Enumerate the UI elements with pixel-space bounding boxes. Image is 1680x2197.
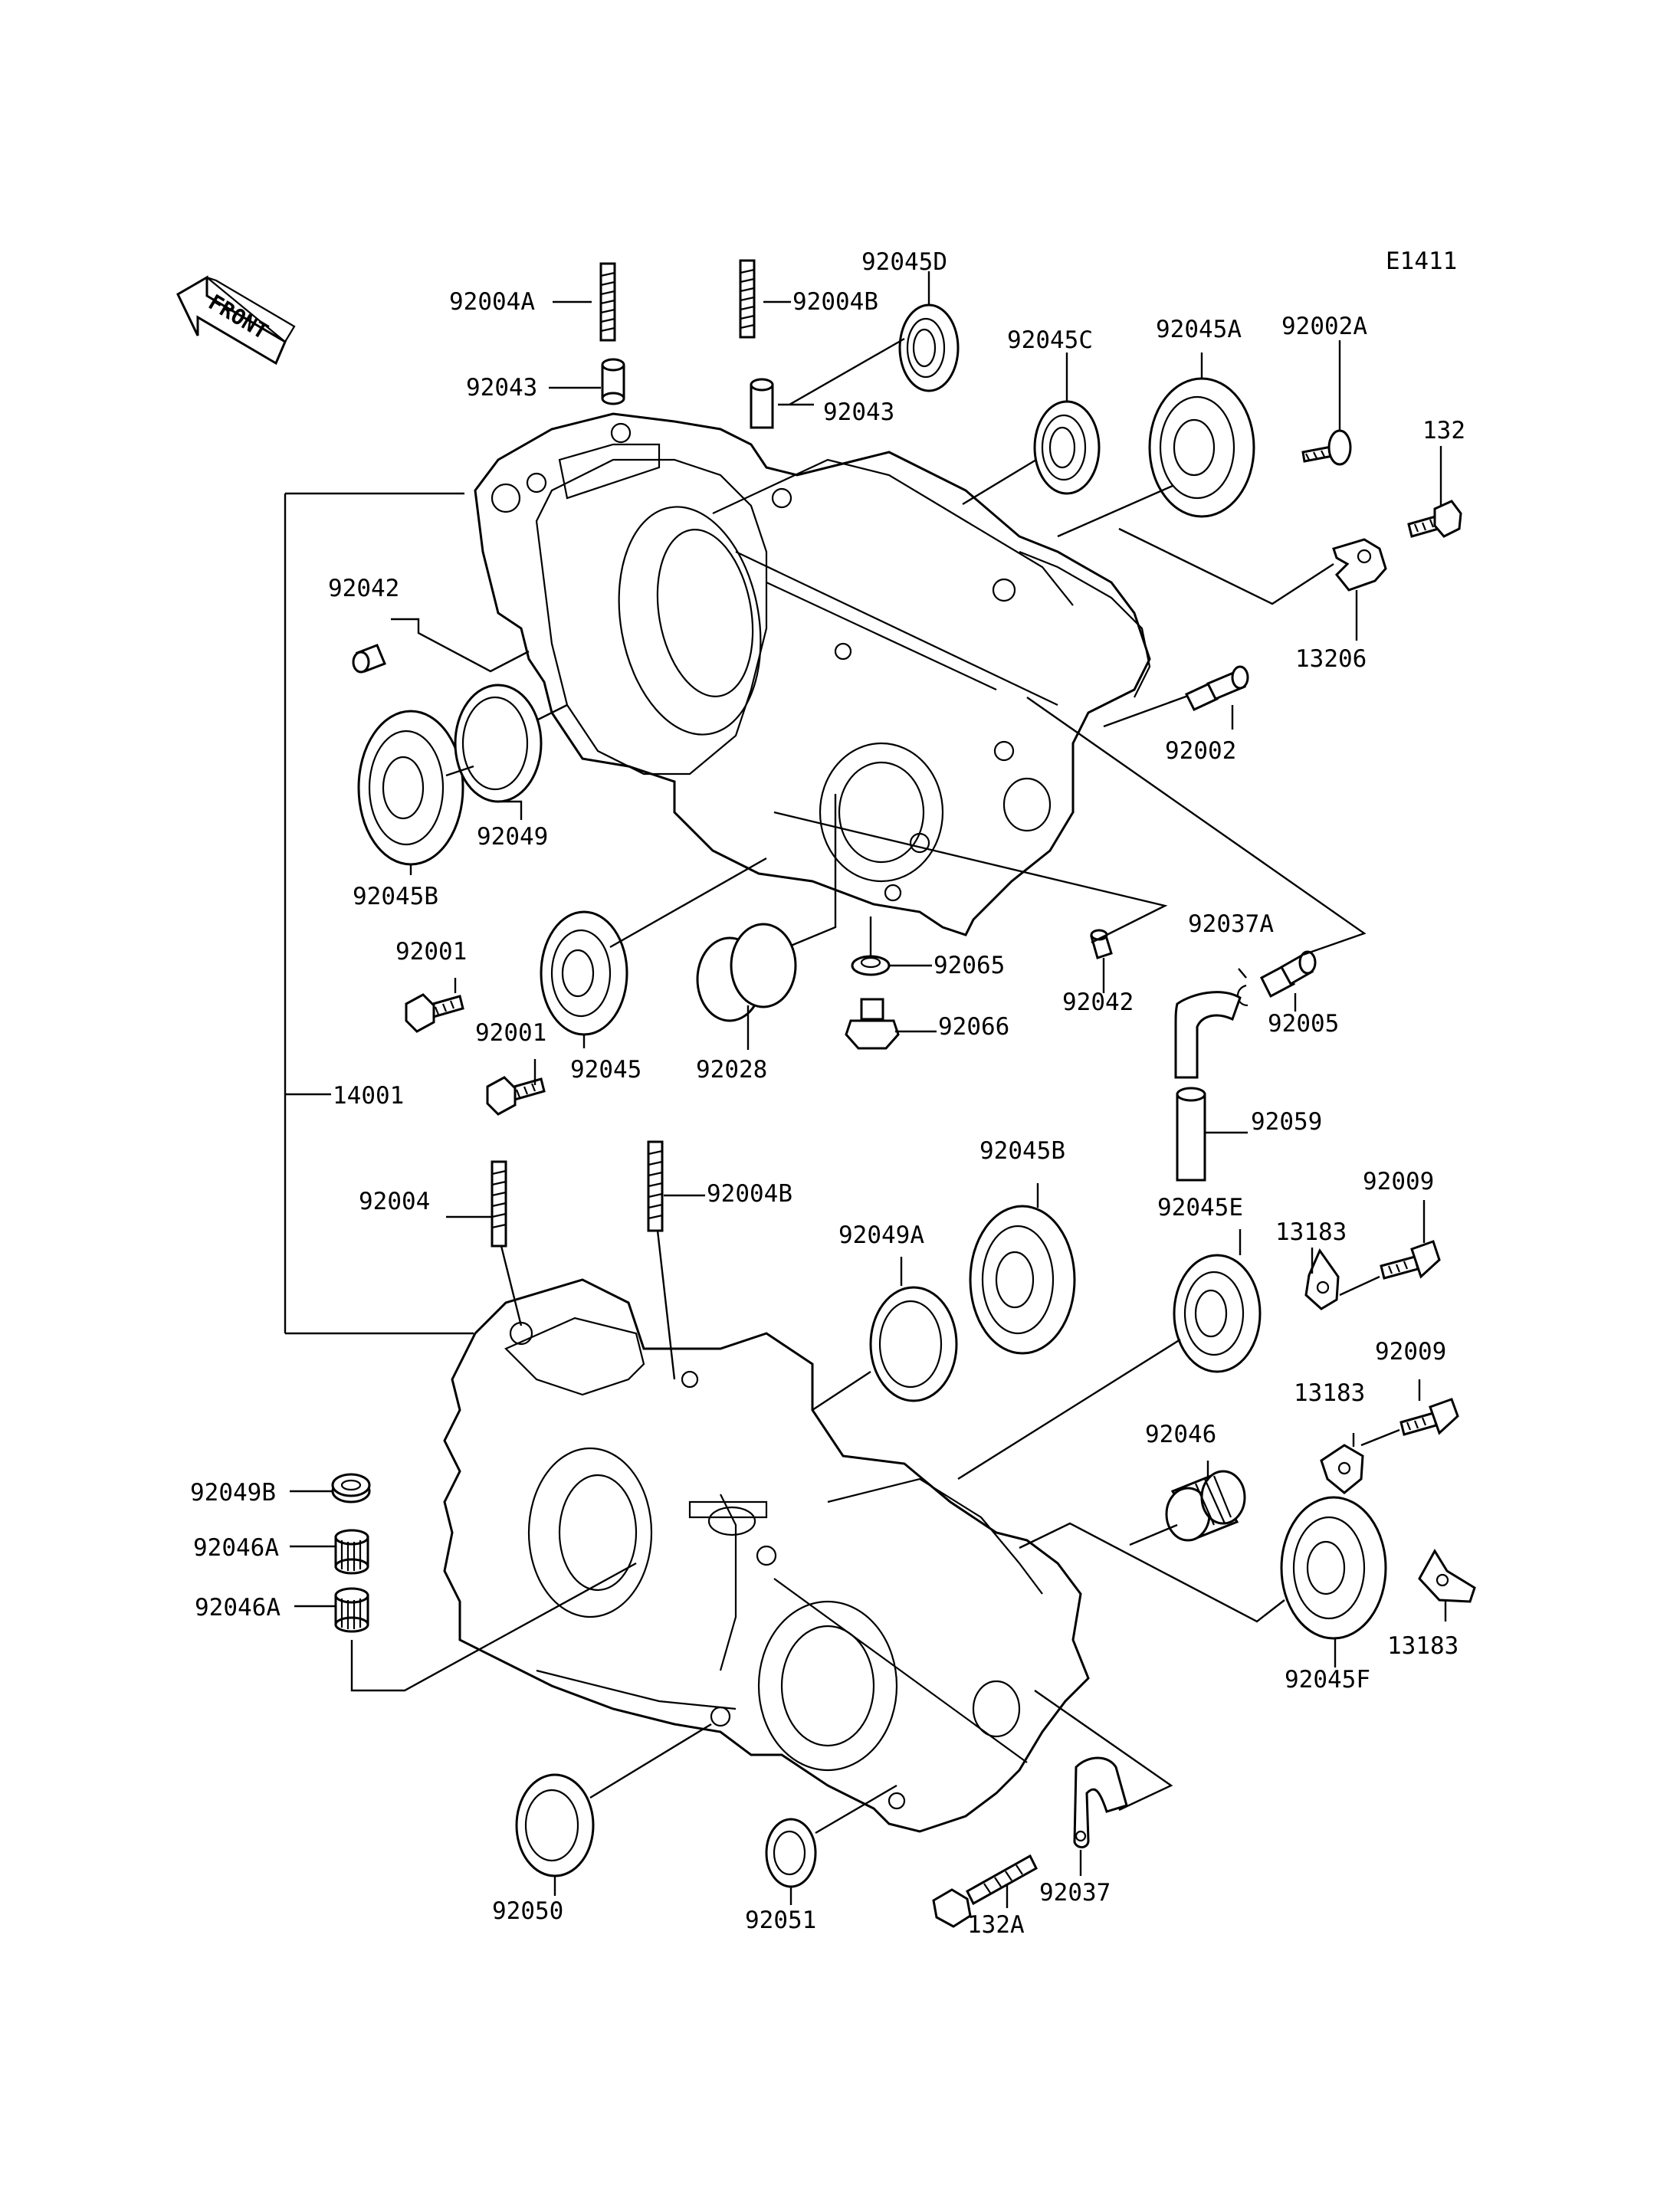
bearing-92045F — [1280, 1496, 1387, 1640]
bracket-13206 — [1332, 538, 1387, 592]
callout-92046: 92046 — [1145, 1421, 1216, 1448]
bearing-92045 — [540, 910, 628, 1036]
callout-14001: 14001 — [333, 1082, 404, 1110]
plate-13183-a — [1304, 1248, 1340, 1310]
callout-92049B: 92049B — [190, 1479, 276, 1507]
oil-seal-92051 — [765, 1818, 817, 1888]
bearing-92045C — [1033, 400, 1101, 495]
fitting-92002 — [1184, 665, 1249, 711]
callout-92045B-upper: 92045B — [353, 883, 438, 910]
upper-crankcase-half — [474, 412, 1151, 936]
stud-92004B-lower — [647, 1140, 664, 1232]
callout-92043-left: 92043 — [466, 374, 537, 402]
callout-92002A: 92002A — [1281, 313, 1367, 340]
callout-92009-b: 92009 — [1375, 1338, 1446, 1366]
callout-92065: 92065 — [934, 952, 1005, 979]
callout-92051: 92051 — [745, 1907, 816, 1934]
dowel-92043-left — [601, 358, 625, 405]
callout-92045: 92045 — [570, 1056, 641, 1084]
callout-92059: 92059 — [1251, 1108, 1322, 1136]
callout-92004A: 92004A — [449, 288, 535, 316]
callout-92001-b: 92001 — [475, 1019, 546, 1047]
callout-92066: 92066 — [938, 1013, 1009, 1041]
callout-92045A: 92045A — [1156, 316, 1242, 343]
callout-132A: 132A — [967, 1911, 1025, 1939]
bolt-92009-b — [1399, 1398, 1459, 1436]
oil-seal-92049 — [454, 684, 543, 803]
callout-92049: 92049 — [477, 823, 548, 851]
leader-lines — [284, 271, 1447, 1908]
callout-92045B-lower: 92045B — [979, 1137, 1065, 1165]
callout-92042-upper: 92042 — [328, 575, 399, 602]
plug-92066 — [845, 998, 900, 1050]
callout-92050: 92050 — [492, 1897, 563, 1925]
callout-92045E: 92045E — [1157, 1194, 1243, 1221]
bearing-92045B-upper — [357, 710, 464, 866]
callout-92043-right: 92043 — [823, 398, 894, 426]
callout-92002: 92002 — [1165, 737, 1236, 765]
callout-92046A-a: 92046A — [193, 1534, 279, 1562]
callout-92049A: 92049A — [838, 1221, 924, 1249]
callout-13183-c: 13183 — [1387, 1632, 1459, 1660]
needle-bearing-92046A-a — [334, 1529, 369, 1575]
callout-13183-b: 13183 — [1294, 1379, 1365, 1407]
oil-seal-92050 — [515, 1773, 595, 1877]
bolt-92009-a — [1380, 1240, 1441, 1280]
bearing-92045B-lower — [969, 1205, 1076, 1355]
callout-92028: 92028 — [696, 1056, 767, 1084]
callout-92009-a: 92009 — [1363, 1168, 1434, 1195]
dowel-92042-upper — [352, 644, 386, 674]
bolt-92002A — [1301, 429, 1352, 466]
callout-13183-a: 13183 — [1275, 1218, 1347, 1246]
callout-92005: 92005 — [1268, 1010, 1339, 1038]
callout-92004B-upper: 92004B — [792, 288, 878, 316]
callout-92045D: 92045D — [861, 248, 947, 276]
plate-13183-c — [1418, 1549, 1476, 1603]
callout-92045F: 92045F — [1285, 1666, 1370, 1694]
callout-92037: 92037 — [1039, 1879, 1111, 1907]
bolt-132A — [932, 1854, 1038, 1928]
fitting-92005 — [1260, 950, 1317, 998]
oil-seal-92049A — [869, 1286, 958, 1402]
needle-bearing-92046A-b — [334, 1587, 369, 1633]
bolt-92001-a — [405, 993, 464, 1033]
stud-92004 — [491, 1160, 507, 1248]
plate-13183-b — [1320, 1444, 1364, 1494]
stud-92004A — [599, 262, 616, 342]
front-arrow-icon: FRONT — [176, 275, 296, 366]
callout-92004B-lower: 92004B — [707, 1180, 792, 1208]
dowel-92043-right — [750, 378, 774, 429]
clamp-92037 — [1073, 1756, 1128, 1848]
bolt-132 — [1407, 500, 1462, 538]
callout-labels: 92004A 92004B 92045D 92043 92043 92045C … — [190, 248, 1465, 1939]
callout-13206: 13206 — [1295, 645, 1367, 673]
needle-bearing-92046 — [1165, 1470, 1246, 1542]
diagram-code: E1411 — [1386, 248, 1457, 275]
callout-92045C: 92045C — [1007, 326, 1093, 354]
washer-92049B — [331, 1473, 371, 1503]
bushing-92028 — [696, 923, 797, 1022]
stud-92004B-upper — [739, 259, 756, 339]
bearing-92045E — [1173, 1254, 1262, 1373]
bolt-92001-b — [486, 1076, 546, 1116]
callout-92042-mid: 92042 — [1062, 989, 1134, 1016]
bearing-92045A — [1148, 377, 1255, 518]
callout-92037A: 92037A — [1188, 910, 1274, 938]
bearing-92045D — [898, 303, 960, 392]
callout-92001-a: 92001 — [395, 938, 467, 966]
lower-crankcase-half — [443, 1278, 1090, 1833]
callout-92046A-b: 92046A — [195, 1594, 281, 1622]
washer-92065 — [851, 955, 891, 976]
callout-92004: 92004 — [359, 1188, 430, 1215]
callout-132: 132 — [1422, 417, 1465, 444]
hose-92059 — [1174, 991, 1242, 1182]
